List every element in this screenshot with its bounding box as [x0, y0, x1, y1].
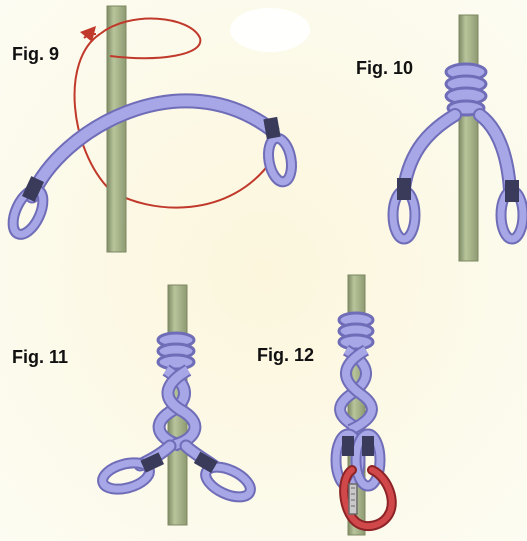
rope-wraps-fig11 — [158, 333, 194, 369]
figure-11 — [100, 285, 255, 525]
rope-wraps-fig10 — [446, 64, 486, 115]
figure-12 — [336, 275, 392, 535]
rope-end-stitching-icon — [362, 436, 374, 456]
rope-end-loop-left-fig11 — [100, 452, 164, 493]
rope-end-stitching-icon — [397, 178, 411, 200]
fig-10-label: Fig. 10 — [356, 58, 413, 79]
fig-11-label: Fig. 11 — [12, 347, 68, 368]
rope-end-loop-right-fig11 — [194, 452, 255, 503]
fig-9-label: Fig. 9 — [12, 44, 59, 65]
rope-end-stitching-icon — [505, 180, 519, 202]
fig-12-label: Fig. 12 — [257, 345, 314, 366]
rope-end-stitching-icon — [263, 117, 280, 139]
pole-fig10 — [459, 15, 478, 261]
figure-9 — [7, 6, 295, 252]
rope-end-stitching-icon — [342, 436, 354, 456]
rope-end-loop-right-fig10 — [501, 180, 523, 239]
carabiner-icon — [344, 470, 392, 526]
rope-end-loop-right-fig9 — [263, 117, 294, 184]
pole-fig9 — [107, 6, 126, 252]
rope-end-loop-left-fig10 — [393, 178, 415, 239]
rope-wraps-fig12 — [339, 313, 373, 349]
figure-10 — [393, 15, 523, 261]
